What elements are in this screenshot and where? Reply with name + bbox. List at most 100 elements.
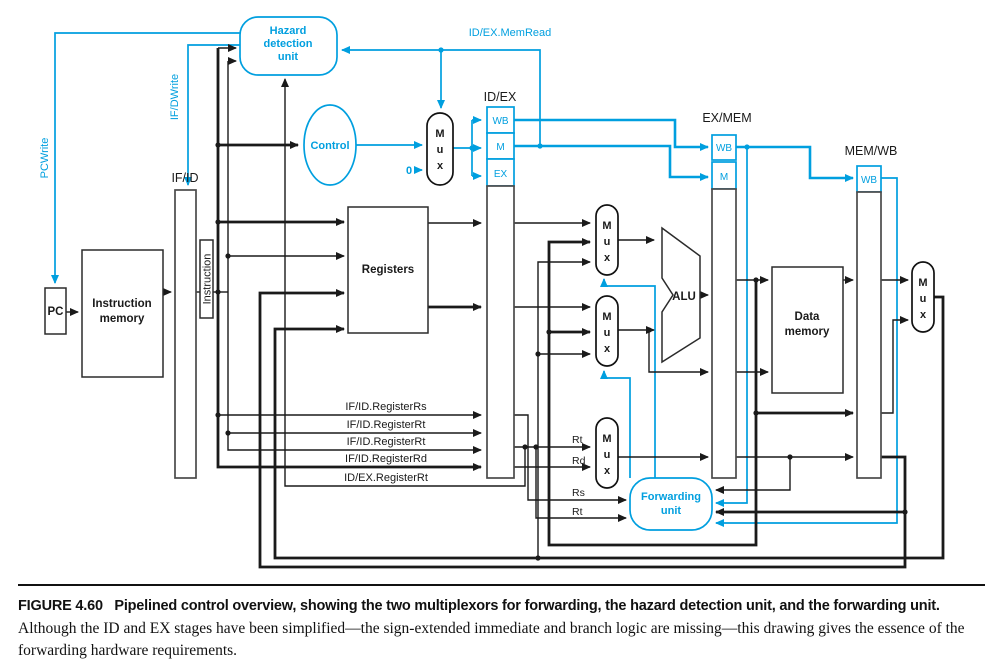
mux-b-x: x	[604, 343, 611, 355]
port-rd-mux: Rd	[572, 455, 586, 467]
mux-d-x: x	[920, 309, 927, 321]
mux-d-u: u	[920, 293, 927, 305]
wire-exmem-rd-fwd	[715, 457, 791, 494]
stall-mux-x: x	[437, 160, 444, 172]
mux-a-x: x	[604, 252, 611, 264]
exmem-wb-box	[711, 134, 737, 161]
exmem-wb-label: WB	[716, 143, 732, 154]
figure-caption: FIGURE 4.60 Pipelined control overview, …	[18, 584, 985, 663]
wire-forward-b	[600, 370, 631, 478]
instruction-memory-label-1: Instruction	[92, 298, 151, 310]
pcwrite-label: PCWrite	[39, 138, 51, 179]
idex-wb-box	[486, 106, 515, 134]
instruction-bus-label: Instruction	[202, 254, 214, 305]
hazard-unit-label-2: detection	[264, 38, 313, 50]
wire-wb-chain-1	[514, 118, 709, 151]
alu-label: ALU	[672, 291, 696, 303]
mux-b-u: u	[604, 327, 611, 339]
port-rs-fwd: Rs	[572, 487, 585, 499]
control-wires	[51, 32, 898, 527]
pc-label: PC	[48, 306, 64, 318]
forwarding-unit-label-1: Forwarding	[641, 491, 701, 503]
caption-body: Although the ID and EX stages have been …	[18, 619, 965, 660]
data-memory-label-1: Data	[795, 311, 821, 323]
exmem-m-box	[711, 161, 737, 190]
idex-register	[486, 185, 515, 479]
bus-label-rd: IF/ID.RegisterRd	[345, 453, 427, 465]
wire-mux4-in2	[881, 316, 909, 414]
figure-number: FIGURE 4.60	[18, 598, 103, 614]
bus-label-idex-rt: ID/EX.RegisterRt	[344, 472, 428, 484]
wire-rs-fwdunit	[514, 414, 627, 504]
mux-a-m: M	[602, 220, 611, 232]
data-wires	[66, 44, 945, 569]
idex-ex-label: EX	[494, 169, 508, 180]
hazard-detection-unit	[239, 16, 338, 76]
hazard-unit-label-3: unit	[278, 51, 298, 63]
idex-m-label: M	[496, 142, 504, 153]
wire-bus-col2	[227, 61, 482, 454]
instruction-memory-label-2: memory	[100, 313, 145, 325]
wire-ifdwrite	[184, 44, 240, 186]
control-unit	[303, 104, 357, 186]
alu-shape	[661, 226, 701, 364]
stall-mux	[426, 112, 454, 186]
exmem-register	[711, 188, 737, 479]
wire-forward-a	[600, 278, 656, 478]
memwb-label: MEM/WB	[845, 144, 898, 158]
registers-box	[347, 206, 429, 334]
idex-ex-box	[486, 158, 515, 187]
exmem-m-label: M	[720, 172, 728, 183]
data-memory-box	[771, 266, 844, 394]
idex-label: ID/EX	[484, 90, 517, 104]
stall-mux-m: M	[435, 128, 444, 140]
registers-label: Registers	[362, 264, 414, 276]
wire-wb-forward	[537, 258, 591, 558]
memwb-wb-box	[856, 165, 882, 193]
stall-mux-u: u	[437, 144, 444, 156]
ifid-label: IF/ID	[171, 171, 198, 185]
mux-c-u: u	[604, 449, 611, 461]
pc-box	[44, 287, 67, 335]
instruction-bus-box	[199, 239, 214, 319]
forwarding-unit	[629, 477, 713, 531]
instruction-memory-box	[81, 249, 164, 378]
mux-a-u: u	[604, 236, 611, 248]
pipeline-diagram: PC Instruction memory IF/ID Instruction …	[39, 16, 945, 569]
wire-wb-chain-2	[736, 145, 854, 182]
forward-mux-b	[595, 295, 619, 367]
ifdwrite-label: IF/DWrite	[169, 74, 181, 120]
exmem-label: EX/MEM	[702, 111, 751, 125]
caption-title: Pipelined control overview, showing the …	[114, 598, 940, 614]
writeback-mux	[911, 261, 935, 333]
port-rt-mux: Rt	[572, 434, 583, 446]
mux-d-m: M	[918, 277, 927, 289]
bus-label-rs: IF/ID.RegisterRs	[345, 401, 427, 413]
memread-label: ID/EX.MemRead	[469, 27, 552, 39]
idex-wb-label: WB	[492, 116, 508, 127]
wire-exmem-regwrite	[715, 147, 748, 507]
bus-label-rt1: IF/ID.RegisterRt	[347, 419, 426, 431]
memwb-register	[856, 191, 882, 479]
port-rt-fwd: Rt	[572, 506, 583, 518]
wire-write-register	[258, 289, 907, 569]
ifid-register	[174, 189, 197, 479]
wire-writeback-data	[273, 295, 945, 560]
wire-idex-memread	[341, 46, 541, 146]
zero-label: 0	[406, 165, 412, 177]
wire-m-chain-1	[514, 144, 709, 181]
mux-c-m: M	[602, 433, 611, 445]
wire-bus-col1	[216, 48, 482, 471]
mux-b-m: M	[602, 311, 611, 323]
regdst-mux	[595, 417, 619, 489]
bus-label-rt2: IF/ID.RegisterRt	[347, 436, 426, 448]
wire-pcwrite	[51, 32, 240, 284]
junction-dots	[215, 47, 908, 561]
data-memory-label-2: memory	[785, 326, 830, 338]
mux-c-x: x	[604, 465, 611, 477]
wire-rt-fwdunit	[535, 447, 627, 522]
memwb-wb-label: WB	[861, 175, 877, 186]
wire-memwb-regwrite	[715, 177, 898, 527]
forwarding-unit-label-2: unit	[661, 505, 681, 517]
